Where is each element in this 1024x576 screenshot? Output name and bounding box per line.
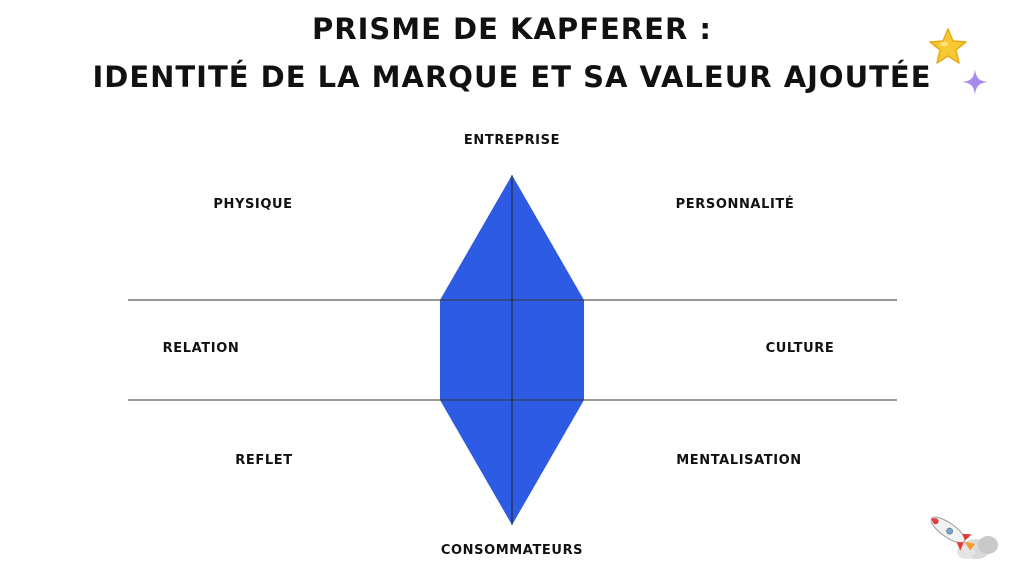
label-physique: Physique <box>213 197 293 212</box>
label-consommateurs: Consommateurs <box>440 543 584 558</box>
label-mentalisation: Mentalisation <box>676 453 802 468</box>
rocket-icon <box>930 516 998 559</box>
label-culture: Culture <box>765 341 835 356</box>
page-title-line-1: Prisme de Kapferer : <box>312 12 712 46</box>
label-relation: Relation <box>162 341 240 356</box>
label-personnalite: Personnalité <box>675 197 795 212</box>
label-entreprise: Entreprise <box>463 133 561 148</box>
label-reflet: Reflet <box>235 453 293 468</box>
page-title-line-2: Identité de la marque et sa valeur ajout… <box>92 60 932 94</box>
sparkle-icon <box>962 69 988 95</box>
star-icon <box>929 28 967 64</box>
